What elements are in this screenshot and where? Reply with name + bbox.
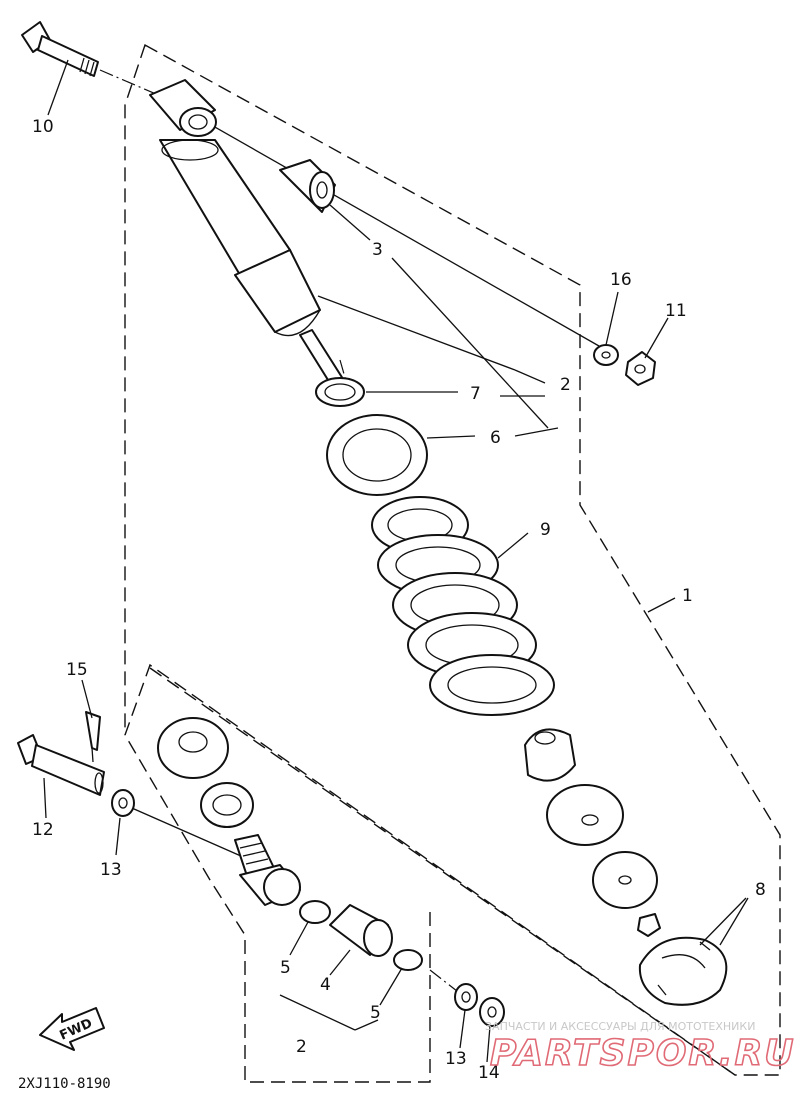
spring-seat-stopper bbox=[638, 936, 728, 1006]
assembly-boundary-lower bbox=[124, 667, 736, 1083]
washer-13-left bbox=[111, 789, 135, 817]
callout-leaders bbox=[43, 59, 749, 1063]
lower-collar bbox=[200, 782, 254, 828]
bump-stop bbox=[524, 728, 576, 782]
callout-3: 3 bbox=[372, 240, 383, 260]
nut-14 bbox=[479, 997, 505, 1027]
callout-9: 9 bbox=[540, 520, 551, 540]
spring-adjuster-ring bbox=[326, 414, 428, 496]
bolt-upper bbox=[21, 21, 99, 77]
callout-5-right: 5 bbox=[370, 1003, 381, 1023]
callout-15: 15 bbox=[66, 660, 88, 680]
callout-2-lower: 2 bbox=[296, 1037, 307, 1057]
forward-arrow-icon: FWD bbox=[39, 1007, 105, 1051]
shock-absorber-body bbox=[149, 79, 351, 397]
nut-11 bbox=[625, 351, 656, 386]
callout-4: 4 bbox=[320, 975, 331, 995]
callout-16: 16 bbox=[610, 270, 632, 290]
cotter-pin-15 bbox=[85, 711, 101, 763]
spring-seat-plate bbox=[592, 851, 658, 909]
circlip-7 bbox=[315, 377, 365, 407]
callout-labels: 10 3 16 11 7 2 6 9 1 15 12 13 8 5 4 5 2 … bbox=[32, 117, 766, 1083]
coil-spring bbox=[371, 496, 555, 716]
callout-1: 1 bbox=[682, 586, 693, 606]
callout-6: 6 bbox=[490, 428, 501, 448]
collar-5-right bbox=[393, 949, 423, 971]
collar-5-left bbox=[299, 900, 331, 924]
shock-lower-eye bbox=[234, 834, 301, 906]
alignment-lines bbox=[99, 69, 607, 996]
callout-12: 12 bbox=[32, 820, 54, 840]
small-nut bbox=[637, 913, 661, 937]
washer-16 bbox=[593, 344, 619, 366]
bolt-lower bbox=[17, 734, 105, 796]
callout-14: 14 bbox=[478, 1063, 500, 1083]
callout-8: 8 bbox=[755, 880, 766, 900]
spring-seat-cup bbox=[546, 784, 624, 846]
callout-11: 11 bbox=[665, 301, 687, 321]
bushing-4 bbox=[329, 904, 393, 957]
washer-13-right bbox=[454, 983, 478, 1011]
assembly-boundary-main bbox=[124, 43, 781, 1076]
callout-10: 10 bbox=[32, 117, 54, 137]
callout-5-left: 5 bbox=[280, 958, 291, 978]
callout-2-upper: 2 bbox=[560, 375, 571, 395]
callout-13-right: 13 bbox=[445, 1049, 467, 1069]
watermark-caption: ЗАПЧАСТИ И АКСЕССУАРЫ ДЛЯ МОТОТЕХНИКИ bbox=[485, 1020, 755, 1033]
lower-spring-seat bbox=[157, 717, 229, 779]
diagram-code: 2XJ110-8190 bbox=[18, 1076, 111, 1092]
callout-13-left: 13 bbox=[100, 860, 122, 880]
callout-7: 7 bbox=[470, 384, 481, 404]
bushing-upper bbox=[279, 159, 336, 213]
watermark-brand: PARTSPOR.RU bbox=[490, 1033, 796, 1074]
